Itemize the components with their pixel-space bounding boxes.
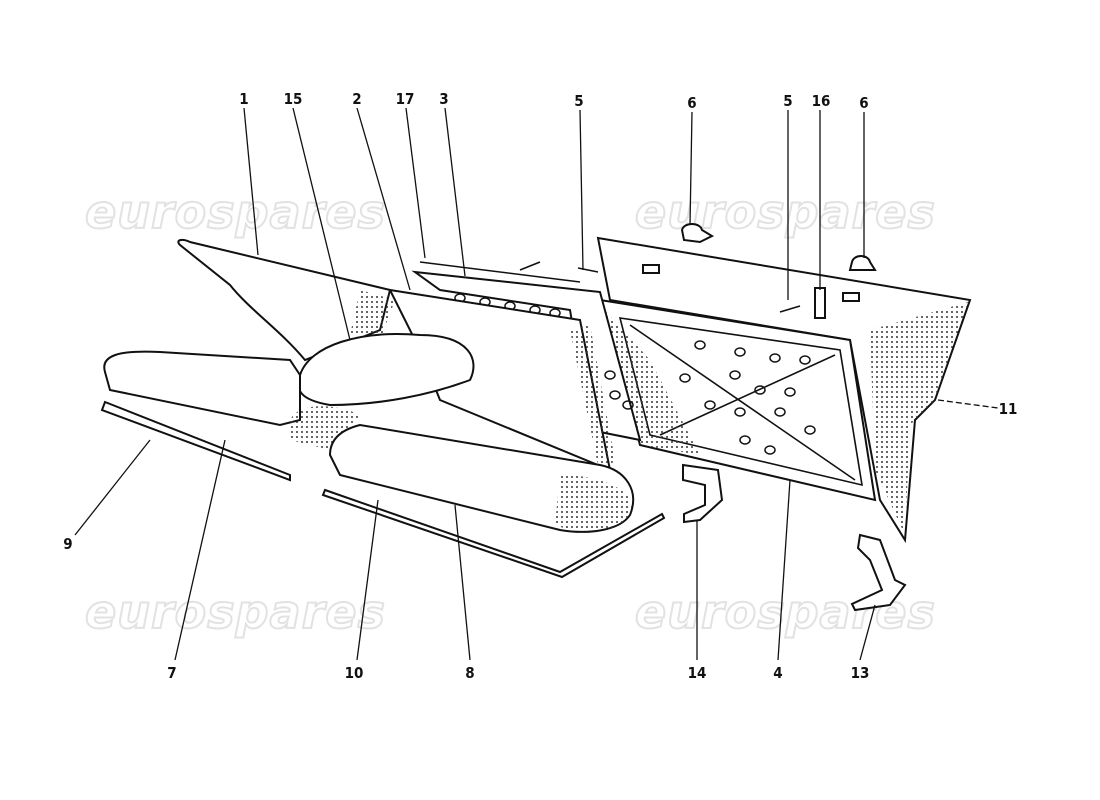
clip-6a <box>680 223 715 244</box>
watermark: eurospares <box>85 185 386 239</box>
callout-2: 2 <box>352 90 361 108</box>
side-panel-4 <box>598 298 877 502</box>
bracket-14 <box>682 463 724 524</box>
seat-cushion-7 <box>103 350 360 450</box>
callout-11: 11 <box>999 400 1018 418</box>
callout-15: 15 <box>284 90 303 108</box>
callout-6b: 6 <box>859 94 868 112</box>
callout-17: 17 <box>396 90 415 108</box>
trim-strip-10 <box>321 488 666 579</box>
callout-14: 14 <box>688 664 707 682</box>
bracket-13 <box>850 533 907 612</box>
callout-8: 8 <box>465 664 474 682</box>
callout-3: 3 <box>439 90 448 108</box>
callout-9: 9 <box>63 535 72 553</box>
callout-6a: 6 <box>687 94 696 112</box>
panel-3 <box>411 261 801 442</box>
seat-back-1 <box>177 238 395 362</box>
callout-5b: 5 <box>783 92 792 110</box>
leader-lines <box>74 107 999 661</box>
watermark: eurospares <box>635 185 936 239</box>
seat-cushion-8 <box>328 423 635 533</box>
callout-4: 4 <box>773 664 782 682</box>
rear-panel-11 <box>596 236 972 544</box>
callout-13: 13 <box>851 664 870 682</box>
clip-6b <box>848 255 877 271</box>
callout-7: 7 <box>167 664 176 682</box>
callout-labels: 1 15 2 17 3 5 6 5 16 6 11 9 7 10 8 14 4 … <box>63 90 1017 682</box>
callout-16: 16 <box>812 92 831 110</box>
trim-strip-9 <box>100 400 291 482</box>
watermark: eurospares <box>85 585 386 639</box>
callout-5a: 5 <box>574 92 583 110</box>
callout-10: 10 <box>345 664 364 682</box>
callout-1: 1 <box>239 90 248 108</box>
seat-back-2 <box>297 288 615 475</box>
